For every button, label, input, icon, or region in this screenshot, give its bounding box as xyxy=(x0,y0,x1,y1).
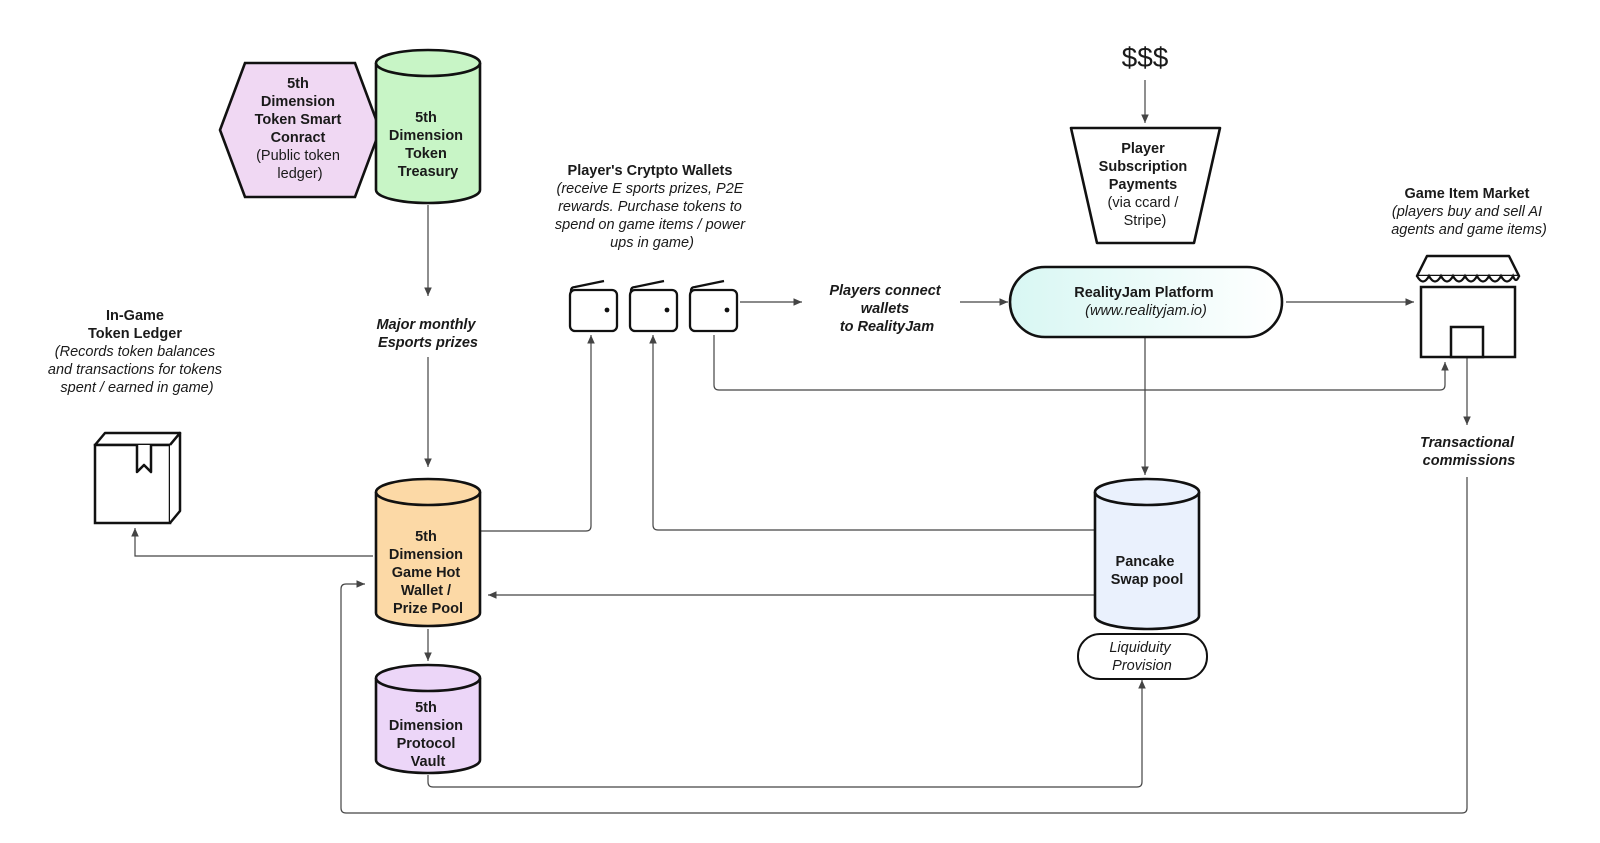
arrow-vault-to-liquidity xyxy=(427,680,1146,788)
protocol-vault-line-4: Vault xyxy=(411,754,446,770)
hot-wallet-line-3: Game Hot xyxy=(392,565,461,581)
protocol-vault-line-1: 5th xyxy=(415,700,437,716)
subscription-line-4: (via ccard / xyxy=(1108,195,1180,211)
arrow-player-wallet-to-item-market xyxy=(713,335,1449,391)
protocol-vault-line-3: Protocol xyxy=(397,736,456,752)
arrow-commissions-to-hot-wallet xyxy=(340,477,1468,814)
svg-text:5th Dimension Game: 5th Dimension Game Hot Wallet / Prize Po… xyxy=(389,529,467,617)
wallet-icon[interactable] xyxy=(688,279,739,333)
crypto-wallets-line-5: ups in game) xyxy=(610,235,694,251)
svg-text:Game Item Market (player: Game Item Market (players buy and sell A… xyxy=(1391,186,1547,238)
commissions-line-1: Transactional xyxy=(1420,435,1515,451)
smart-contract-line-6: ledger) xyxy=(277,166,322,182)
token-ledger-line-2: Token Ledger xyxy=(88,326,182,342)
arrow-swap-pool-to-player-wallet xyxy=(649,335,1095,531)
svg-text:Pancake Swap pool: Pancake Swap pool xyxy=(1111,554,1184,588)
money-label: $$$ xyxy=(1122,42,1169,73)
hot-wallet-line-5: Prize Pool xyxy=(393,601,463,617)
svg-text:In-Game Token Ledger: In-Game Token Ledger (Records token bala… xyxy=(48,308,226,396)
hot-wallet-line-4: Wallet / xyxy=(401,583,451,599)
svg-text:Liquiduity Provision: Liquiduity Provision xyxy=(1109,640,1174,674)
treasury-line-3: Token xyxy=(405,146,447,162)
connectors xyxy=(131,80,1471,814)
wallet-icon[interactable] xyxy=(628,279,679,333)
subscription-line-2: Subscription xyxy=(1099,159,1188,175)
subscription-line-3: Payments xyxy=(1109,177,1178,193)
treasury-line-4: Treasury xyxy=(398,164,458,180)
book-icon xyxy=(93,431,182,525)
connect-wallets-line-1: Players connect xyxy=(829,283,941,299)
swap-pool-cylinder[interactable]: Pancake Swap pool xyxy=(1093,477,1201,631)
hot-wallet-cylinder[interactable]: 5th Dimension Game Hot Wallet / Prize Po… xyxy=(374,477,482,628)
commissions-label: Transactional commissions xyxy=(1420,435,1518,469)
liquidity-line-1: Liquiduity xyxy=(1109,640,1171,656)
swap-pool-line-2: Swap pool xyxy=(1111,572,1184,588)
connect-wallets-line-2: wallets xyxy=(861,301,909,317)
item-market-line-3: agents and game items) xyxy=(1391,222,1547,238)
svg-text:Transactional commission: Transactional commissions xyxy=(1420,435,1518,469)
token-ledger-line-1: In-Game xyxy=(106,308,164,324)
smart-contract-line-4: Conract xyxy=(271,130,326,146)
liquidity-line-2: Provision xyxy=(1112,658,1172,674)
svg-text:5th Dimension Toke: 5th Dimension Token Smart Conract (Publi… xyxy=(255,76,346,182)
svg-text:RealityJam Platform (www: RealityJam Platform (www.realityjam.io) xyxy=(1074,285,1217,319)
platform-title: RealityJam Platform xyxy=(1074,285,1213,301)
subscription-line-1: Player xyxy=(1121,141,1165,157)
wallet-icon[interactable] xyxy=(568,279,619,333)
realityjam-platform-node[interactable]: RealityJam Platform (www.realityjam.io) xyxy=(1008,265,1284,339)
hot-wallet-line-1: 5th xyxy=(415,529,437,545)
item-market-line-2: (players buy and sell AI xyxy=(1392,204,1542,220)
smart-contract-hexagon[interactable]: 5th Dimension Token Smart Conract (Publi… xyxy=(218,61,382,199)
commissions-line-2: commissions xyxy=(1423,453,1516,469)
crypto-wallets-line-2: (receive E sports prizes, P2E xyxy=(557,181,744,197)
subscription-payments-trapezoid[interactable]: Player Subscription Payments (via ccard … xyxy=(1069,126,1222,245)
treasury-line-1: 5th xyxy=(415,110,437,126)
item-market-line-1: Game Item Market xyxy=(1405,186,1530,202)
connect-wallets-label: Players connect wallets to RealityJam xyxy=(829,283,944,335)
token-ledger-line-3: (Records token balances xyxy=(55,344,215,360)
crypto-wallets-line-3: rewards. Purchase tokens to xyxy=(558,199,742,215)
smart-contract-line-3: Token Smart xyxy=(255,112,342,128)
platform-url: (www.realityjam.io) xyxy=(1085,303,1207,319)
protocol-vault-cylinder[interactable]: 5th Dimension Protocol Vault xyxy=(374,663,482,775)
svg-text:Players connect wallets: Players connect wallets to RealityJam xyxy=(829,283,944,335)
monthly-prizes-label: Major monthly Esports prizes xyxy=(365,305,491,353)
token-ledger-line-4: and transactions for tokens xyxy=(48,362,222,378)
smart-contract-line-2: Dimension xyxy=(261,94,335,110)
crypto-wallets-label: Player's Crytpto Wallets (receive E spor… xyxy=(555,163,749,251)
connect-wallets-line-3: to RealityJam xyxy=(840,319,934,335)
token-ledger-label: In-Game Token Ledger (Records token bala… xyxy=(48,308,226,396)
hot-wallet-line-2: Dimension xyxy=(389,547,463,563)
smart-contract-line-1: 5th xyxy=(287,76,309,92)
treasury-line-2: Dimension xyxy=(389,128,463,144)
treasury-cylinder[interactable]: 5th Dimension Token Treasury xyxy=(374,48,482,205)
svg-text:Player's Crytpto Wallets: Player's Crytpto Wallets (receive E spor… xyxy=(555,163,749,251)
storefront-icon[interactable] xyxy=(1415,254,1521,359)
monthly-prizes-line-2: Esports prizes xyxy=(378,335,478,351)
svg-text:Major monthly Esports pr: Major monthly Esports prizes xyxy=(376,317,479,351)
crypto-wallets-line-1: Player's Crytpto Wallets xyxy=(568,163,733,179)
svg-text:5th Dimension Prot: 5th Dimension Protocol Vault xyxy=(389,700,467,770)
swap-pool-line-1: Pancake xyxy=(1116,554,1175,570)
arrow-hot-wallet-to-player-wallet xyxy=(480,335,595,532)
liquidity-provision-node[interactable]: Liquiduity Provision xyxy=(1077,633,1208,680)
svg-text:5th Dimension Toke: 5th Dimension Token Treasury xyxy=(389,110,467,180)
smart-contract-line-5: (Public token xyxy=(256,148,340,164)
subscription-line-5: Stripe) xyxy=(1124,213,1167,229)
crypto-wallets-line-4: spend on game items / power xyxy=(555,217,746,233)
monthly-prizes-line-1: Major monthly xyxy=(376,317,476,333)
svg-text:Player Subscription: Player Subscription Payments (via ccard … xyxy=(1099,141,1192,229)
item-market-label: Game Item Market (players buy and sell A… xyxy=(1391,186,1547,238)
arrow-hot-wallet-to-ledger xyxy=(131,528,373,557)
token-ledger-line-5: spent / earned in game) xyxy=(60,380,213,396)
protocol-vault-line-2: Dimension xyxy=(389,718,463,734)
